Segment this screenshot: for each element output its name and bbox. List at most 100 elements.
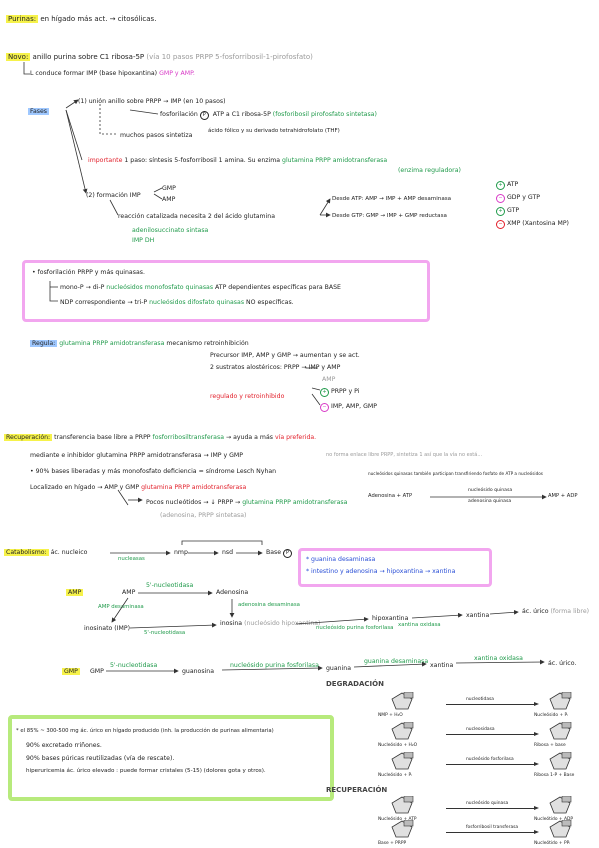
box1-line3: NDP correspondiente → tri-P nucleósidos … (60, 299, 294, 306)
recup-line3: • 90% bases liberadas y más monofosfato … (30, 468, 276, 475)
eq-left: Adenosina + ATP (368, 493, 413, 499)
sugar-ring-icon (549, 752, 572, 770)
pink-line2: * intestino y adenosina → hipoxantina → … (306, 568, 456, 575)
eq-right: AMP + ADP (548, 493, 578, 499)
catab-base-text: Base (266, 549, 282, 556)
box1-line1: • fosforilación PRPP y más quinasas. (32, 269, 145, 276)
novo-line2-note: GMP y AMP. (159, 70, 195, 77)
regula-imp: −IMP, AMP, GMP (320, 403, 377, 412)
catab-gmp-hl: GMP (62, 668, 80, 675)
atp-text: ATP (507, 181, 519, 188)
purinas-line: Purinas: en hígado más act. → citosólica… (6, 15, 156, 23)
catab-inosina-text: inosina (220, 620, 243, 627)
catab-amp-text: AMP (66, 589, 84, 596)
phosphate-icon-2: P (283, 549, 293, 558)
regula-label: Regula: (30, 340, 58, 347)
box3-line2: 90% excretado rriñones. (26, 742, 102, 749)
box1-line2c: ATP dependientes específicas para BASE (215, 284, 341, 291)
fig-left-label: NMP + H₂O (378, 713, 403, 718)
catab-inosina-note: (nucleósido hipoxantina) (244, 620, 321, 627)
fase1b-text: fosforilación (160, 111, 198, 118)
novo-line2-text: L conduce formar IMP (base hipoxantina) (30, 70, 158, 77)
fase2-gmp: GMP (162, 185, 176, 192)
catab-amp-des: AMP desaminasa (98, 604, 144, 610)
box3-line1: * el 85% ~ 300-500 mg ác. úrico en hígad… (16, 728, 274, 734)
fase1c-text: muchos pasos sintetiza (120, 132, 193, 139)
fig-right-label: Ribosa + base (534, 743, 566, 748)
fig-right-label: Ribosa 1-P + Base (534, 773, 575, 778)
catab-guanina: guanina (326, 665, 351, 672)
fig-right-label: Nucleósido + Pᵢ (534, 713, 568, 718)
catab-adenosina: Adenosina (216, 589, 249, 596)
box3-line4: hiperuricemia ác. úrico elevado : puede … (26, 768, 266, 774)
recup-line3b: deficiencia = síndrome Lesch Nyhan (163, 468, 277, 475)
degradacion-title: DEGRADACIÓN (326, 680, 384, 688)
novo-line1-text: anillo purina sobre C1 ribosa-5P (32, 53, 145, 61)
fig-arrow-head (534, 806, 539, 810)
fases-label-wrap: Fases (28, 108, 50, 115)
fase2b: reacción catalizada necesita 2 del ácido… (118, 213, 275, 220)
fig-right-label: Nucleótido + PPᵢ (534, 841, 571, 846)
recup-line5-text: Pocos nucleótidos → ↓ PRPP → (146, 499, 241, 506)
catab-amp-main: AMP (122, 589, 136, 596)
fase1c-res: ácido fólico y su derivado tetrahidrofol… (208, 128, 340, 134)
xmp-text: XMP (Xantosina MP) (507, 220, 569, 227)
catab-guanosina: guanosina (182, 668, 215, 675)
recup-line4c: glutamina PRPP amidotransferasa (141, 484, 247, 491)
gdp-text: GDP y GTP (507, 194, 540, 201)
catab-urico-text: ác. úrico (522, 608, 549, 615)
catab-nsd: nsd (222, 549, 234, 556)
sugar-ring-icon (391, 820, 414, 838)
gdp-line: −GDP y GTP (496, 194, 540, 203)
pink-box-guanina (298, 548, 492, 587)
sugar-ring-icon (391, 692, 414, 710)
minus-icon-2: − (496, 220, 505, 229)
box1-line3c: NO específicas. (246, 299, 294, 306)
box1-line2: mono-P → di-P nucleósidos monofosfato qu… (60, 284, 341, 291)
fig-arrow-label: nucleosidasa (466, 727, 495, 732)
catab-inosina: inosina (nucleósido hipoxantina) (220, 620, 320, 627)
fig-left-label: Base + PRPP (378, 841, 407, 846)
catab-gmp-label: 5'-nucleotidasa (110, 662, 158, 669)
ruta-gtp: Desde GTP: GMP → IMP + GMP reductasa (332, 213, 447, 219)
catab-hipoxantina: hipoxantina (372, 615, 409, 622)
fig-arrow-label: fosforribosil transferasa (466, 825, 519, 830)
fig-arrow-head (534, 702, 539, 706)
fig-arrow-line (446, 734, 536, 735)
importante-text: 1 paso: síntesis 5-fosforribosil 1 amina… (124, 157, 281, 164)
fase2-amp: AMP (162, 196, 176, 203)
catab-nmp: nmp (174, 549, 188, 556)
fig-arrow-line (446, 764, 536, 765)
recup-line6: (adenosina, PRPP sintetasa) (160, 512, 247, 519)
plus-icon-2: + (496, 207, 505, 216)
catab-xantina2: xantina (430, 662, 454, 669)
sugar-ring-icon (549, 692, 572, 710)
regula-enzyme: glutamina PRPP amidotransferasa (59, 340, 165, 347)
catab-imp: inosinato (IMP) (84, 625, 130, 632)
fase1b-note: (fosforibosil pirofosfato sintetasa) (272, 111, 377, 118)
recup-label: Recuperación: (4, 434, 53, 441)
fase1b: fosforilación P ATP a C1 ribosa-5P (fosf… (160, 111, 377, 120)
recup-line1b: fosforribosiltransferasa (152, 434, 224, 441)
recup-line3-text: • 90% bases liberadas y más monofosfato (30, 468, 162, 475)
catab-xantina-ox2: xantina oxidasa (474, 655, 523, 662)
regula-line2: Precursor IMP, AMP y GMP → aumentan y se… (210, 352, 360, 359)
fase1c: muchos pasos sintetiza (120, 132, 192, 139)
fase1a-res: → IMP (en 10 pasos) (163, 98, 226, 105)
regula-prpp: +PRPP y Pi (320, 388, 359, 397)
box3-line3: 90% bases púricas reutilizadas (vía de r… (26, 755, 175, 762)
fig-arrow-line (446, 704, 536, 705)
catab-urico: ác. úrico (forma libre) (522, 608, 589, 615)
fig-arrow-head (534, 732, 539, 736)
recup-line2: mediante e inhibidor glutamina PRPP amid… (30, 452, 243, 459)
sugar-ring-icon (549, 722, 572, 740)
eq-top: nucleósido quinasa (468, 488, 513, 493)
fig-arrow-head (534, 762, 539, 766)
pink-line1: * guanina desaminasa (306, 556, 376, 563)
regula-line5: regulado y retroinhibido (210, 393, 285, 400)
fase2: (2) formación IMP (86, 192, 141, 199)
catab-guanina-des: guanina desaminasa (364, 658, 429, 665)
importante-enzyme2: (enzima reguladora) (398, 167, 461, 174)
regula-line3: 2 sustratos alostéricos: PRPP → IMP y AM… (210, 364, 341, 371)
recup-line4: Localizado en hígado → AMP y GMP glutami… (30, 484, 246, 491)
